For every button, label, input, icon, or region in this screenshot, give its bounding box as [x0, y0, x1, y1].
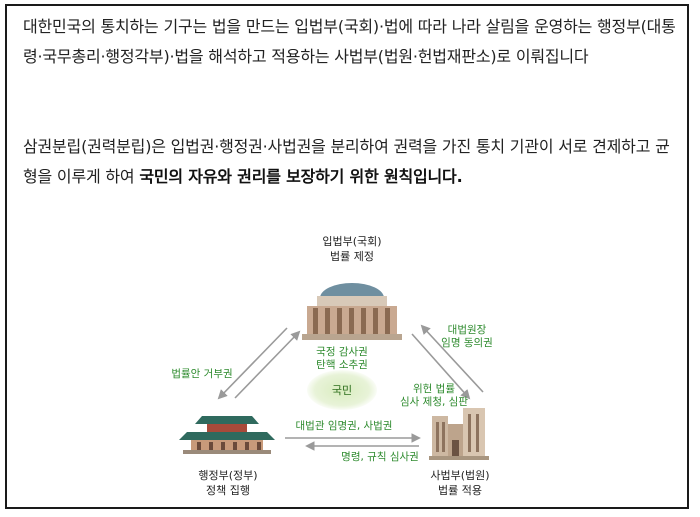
arrow-jud-to-leg [420, 324, 484, 393]
separation-text: 삼권분립(권력분립)은 입법권·행정권·사법권을 분리하여 권력을 가진 통치 … [23, 137, 670, 186]
arrow-leg-to-exec [217, 327, 288, 400]
content-frame: 대한민국의 통치하는 기구는 법을 만드는 입법부(국회)·법에 따라 나라 살… [5, 4, 689, 509]
jud-to-leg-power-2: 임명 동의권 [441, 337, 493, 349]
leg-to-jud-power-2: 심사 제청, 심판 [400, 396, 468, 408]
leg-to-jud-powers: 위헌 법률 심사 제청, 심판 [379, 383, 489, 409]
separation-of-powers-diagram: 입법부(국회) 법률 제정 행정부(정부) 정책 집행 사법부(법원) 법률 적… [147, 228, 567, 508]
exec-to-leg-power: 법률안 거부권 [171, 368, 233, 380]
legislature-label: 입법부(국회) 법률 제정 [307, 234, 397, 264]
citizen-badge: 국민 [307, 370, 377, 410]
exec-to-jud-power: 대법관 임명권, 사법권 [295, 420, 393, 432]
leg-to-exec-power-2: 탄핵 소추권 [316, 359, 368, 371]
judiciary-name: 사법부(법원) [430, 469, 490, 482]
diagram-graphic [179, 283, 489, 460]
court-building-icon [429, 408, 489, 460]
executive-role: 정책 집행 [206, 484, 250, 497]
executive-name: 행정부(정부) [198, 469, 258, 482]
separation-paragraph: 삼권분립(권력분립)은 입법권·행정권·사법권을 분리하여 권력을 가진 통치 … [23, 132, 683, 192]
legislature-role: 법률 제정 [330, 250, 374, 263]
leg-to-exec-powers: 국정 감사권 탄핵 소추권 [297, 346, 387, 372]
intro-paragraph: 대한민국의 통치하는 기구는 법을 만드는 입법부(국회)·법에 따라 나라 살… [23, 17, 676, 66]
citizen-label: 국민 [331, 384, 353, 397]
leg-to-jud-power-1: 위헌 법률 [413, 383, 455, 395]
separation-emphasis: 국민의 자유와 권리를 보장하기 위한 원칙입니다. [139, 167, 463, 186]
jud-to-leg-power-1: 대법원장 [447, 324, 487, 336]
arrow-exec-to-leg [234, 330, 301, 399]
judiciary-label: 사법부(법원) 법률 적용 [415, 468, 505, 498]
judiciary-role: 법률 적용 [438, 484, 482, 497]
jud-to-exec-power: 명령, 규칙 심사권 [341, 451, 419, 463]
assembly-building-icon [302, 283, 402, 340]
government-building-icon [179, 416, 275, 454]
legislature-name: 입법부(국회) [322, 235, 382, 248]
arrow-leg-to-jud [411, 333, 471, 400]
executive-label: 행정부(정부) 정책 집행 [183, 468, 273, 498]
leg-to-exec-power-1: 국정 감사권 [316, 346, 368, 358]
jud-to-leg-powers: 대법원장 임명 동의권 [427, 324, 507, 350]
